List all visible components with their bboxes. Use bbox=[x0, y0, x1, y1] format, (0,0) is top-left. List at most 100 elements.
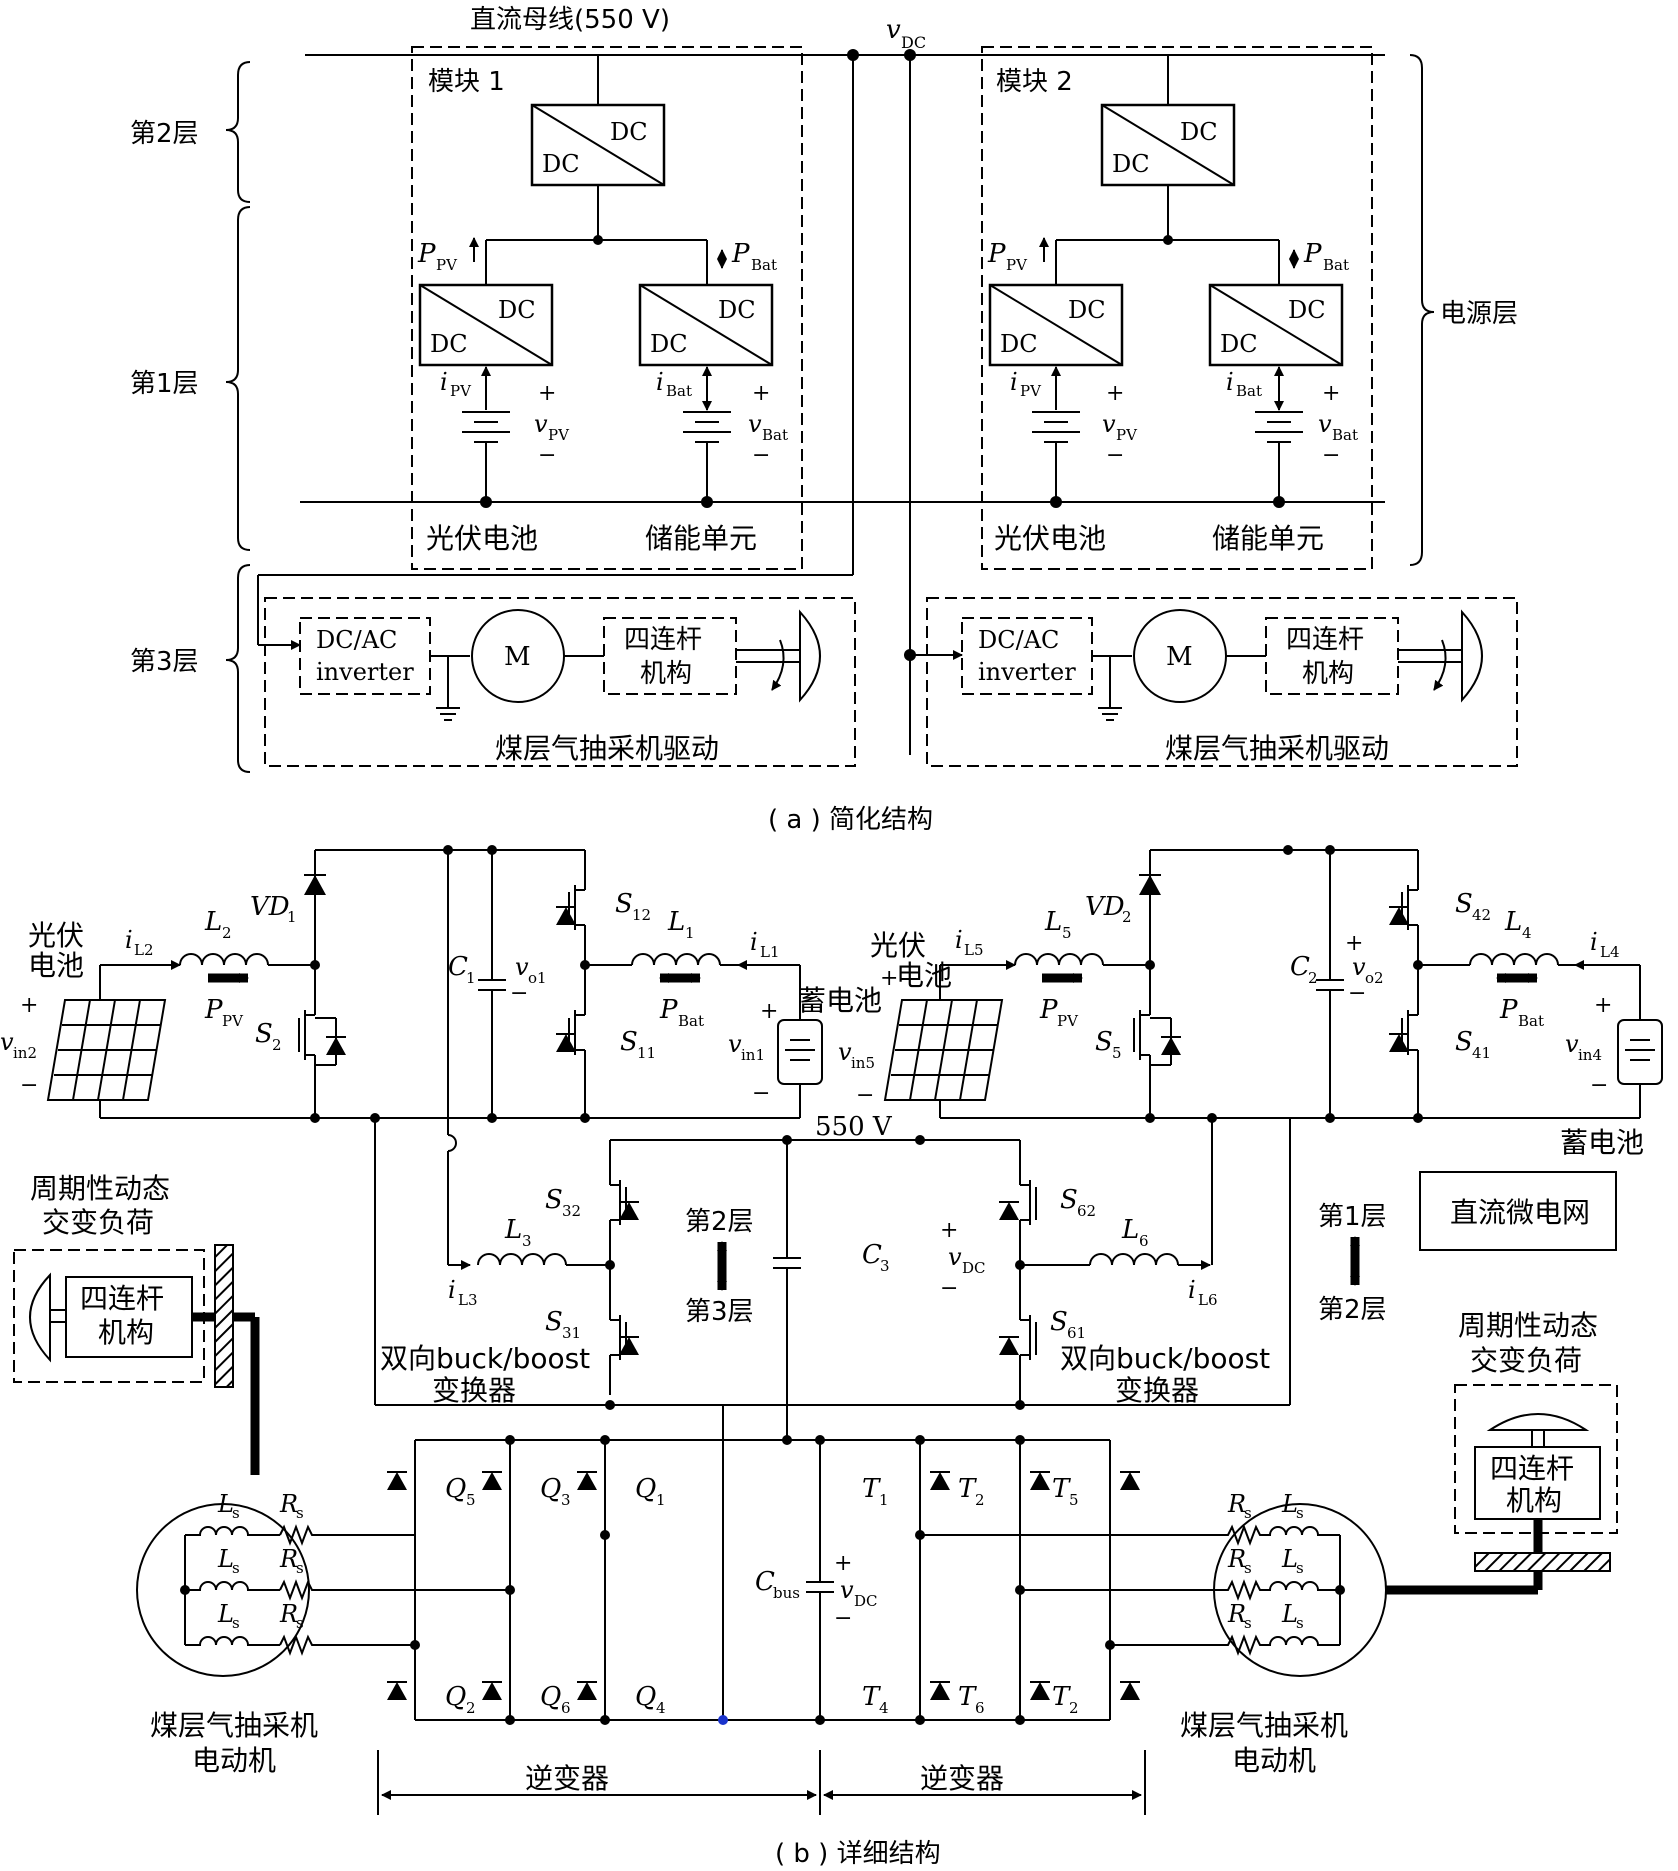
l6-label: L bbox=[1121, 1215, 1139, 1245]
plus-sign: + bbox=[1322, 381, 1340, 406]
switch-s5 bbox=[1133, 965, 1181, 1118]
t2b-label: T bbox=[1052, 1682, 1071, 1712]
ppv-label: P bbox=[1039, 995, 1058, 1025]
l5-label: L bbox=[1044, 907, 1062, 937]
cbus-sub: bus bbox=[773, 1584, 800, 1602]
vin4-sub: in4 bbox=[1578, 1046, 1602, 1064]
s42-sub: 42 bbox=[1472, 906, 1491, 924]
storage-unit-label: 储能单元 bbox=[645, 522, 757, 555]
q1-sub: 1 bbox=[656, 1491, 666, 1509]
four-bar-label2: 机构 bbox=[98, 1316, 154, 1349]
ls-label: L bbox=[1281, 1490, 1298, 1518]
motor-label: M bbox=[1166, 642, 1193, 672]
ls-label: L bbox=[1281, 1600, 1298, 1628]
t6-sub: 6 bbox=[975, 1699, 985, 1717]
vin5-label: v bbox=[838, 1038, 852, 1066]
il1-sub: L1 bbox=[760, 943, 780, 961]
dc-microgrid-box bbox=[1419, 1171, 1617, 1251]
t1-sub: 1 bbox=[879, 1491, 889, 1509]
l2-label: L bbox=[204, 907, 222, 937]
minus-sign: − bbox=[1590, 1073, 1608, 1098]
l1-sub: 1 bbox=[685, 924, 695, 942]
vbat-sub: Bat bbox=[762, 426, 788, 444]
dcdc-converter-pv: DC DC bbox=[988, 283, 1124, 367]
inductor-l4 bbox=[1469, 953, 1559, 966]
l5-sub: 5 bbox=[1062, 924, 1072, 942]
t2b-sub: 2 bbox=[1069, 1699, 1079, 1717]
l6-sub: 6 bbox=[1139, 1232, 1149, 1250]
dc-label: DC bbox=[1068, 296, 1106, 324]
il2-label: i bbox=[125, 926, 133, 954]
layer3-label-b: 第3层 bbox=[685, 1297, 754, 1327]
s12-label: S bbox=[615, 889, 633, 919]
layer2-label-b2: 第2层 bbox=[1318, 1295, 1387, 1325]
t2-label: T bbox=[958, 1474, 977, 1504]
dcdc-converter-top: DC DC bbox=[1100, 103, 1236, 187]
q5-sub: 5 bbox=[466, 1491, 476, 1509]
ls-sub: s bbox=[1296, 1504, 1304, 1522]
vo2-sub: o2 bbox=[1365, 969, 1384, 987]
minus-sign: − bbox=[856, 1083, 874, 1108]
q1-label: Q bbox=[635, 1474, 656, 1504]
vpv-sub: PV bbox=[548, 426, 570, 444]
part-b-detailed-structure: VD 1 光伏 电池 + v in2 − i L2 bbox=[0, 845, 1663, 1869]
drive-1-frame bbox=[264, 597, 856, 767]
dcac-label: DC/AC bbox=[978, 626, 1059, 654]
ppv-sub: PV bbox=[436, 256, 458, 274]
inductor-l2 bbox=[179, 953, 269, 966]
s41-label: S bbox=[1455, 1027, 1473, 1057]
s31-label: S bbox=[545, 1307, 563, 1337]
dc-bus-label: 直流母线(550 V) bbox=[470, 5, 670, 35]
dcdc-converter-bat: DC DC bbox=[638, 283, 774, 367]
ipv-label: i bbox=[1010, 368, 1018, 396]
battery-source-2 bbox=[1255, 411, 1303, 502]
bidir-label: 双向buck/boost bbox=[380, 1342, 590, 1375]
s11-sub: 11 bbox=[637, 1044, 656, 1062]
dcdc-converter-bat: DC DC bbox=[1208, 283, 1344, 367]
dcac-label: DC/AC bbox=[316, 626, 397, 654]
rs-label: R bbox=[1227, 1545, 1246, 1573]
bidir-label: 双向buck/boost bbox=[1060, 1342, 1270, 1375]
vo2-label: v bbox=[1352, 953, 1366, 981]
pbat-label: P bbox=[1499, 995, 1518, 1025]
pv-panel-right bbox=[883, 999, 1004, 1101]
s62-sub: 62 bbox=[1077, 1202, 1096, 1220]
s32-label: S bbox=[545, 1185, 563, 1215]
ls-sub: s bbox=[1296, 1614, 1304, 1632]
l4-label: L bbox=[1504, 907, 1522, 937]
right-pv-bat-converter: VD 2 光伏 电池 + v in5 − i L5 L bbox=[838, 845, 1663, 1159]
rs-sub: s bbox=[296, 1614, 304, 1632]
ls-label: L bbox=[217, 1600, 234, 1628]
plus-sign: + bbox=[1106, 381, 1124, 406]
q4-label: Q bbox=[635, 1682, 656, 1712]
dc-label: DC bbox=[650, 330, 688, 358]
il4-sub: L4 bbox=[1600, 943, 1620, 961]
cbm-drive-label: 煤层气抽采机驱动 bbox=[1165, 732, 1389, 765]
layer1-label-b: 第1层 bbox=[1318, 1202, 1387, 1232]
left-pv-bat-converter: VD 1 光伏 电池 + v in2 − i L2 bbox=[0, 845, 882, 1123]
pv-label2: 电池 bbox=[896, 959, 952, 992]
minus-sign: − bbox=[510, 981, 528, 1006]
pv-source-1 bbox=[462, 411, 510, 502]
vin1-label: v bbox=[728, 1030, 742, 1058]
motor-label: M bbox=[504, 642, 531, 672]
rs-sub: s bbox=[1244, 1559, 1252, 1577]
bidir-label2: 变换器 bbox=[1115, 1374, 1199, 1407]
s2-sub: 2 bbox=[272, 1036, 282, 1054]
l3-label: L bbox=[504, 1215, 522, 1245]
vin1-sub: in1 bbox=[741, 1046, 765, 1064]
vd2-sub: 2 bbox=[1122, 908, 1132, 926]
switch-s11 bbox=[556, 1010, 586, 1118]
ls-sub: s bbox=[232, 1614, 240, 1632]
s5-sub: 5 bbox=[1112, 1044, 1122, 1062]
four-bar-label2: 机构 bbox=[640, 659, 692, 689]
s42-label: S bbox=[1455, 889, 1473, 919]
hatched-coupling-left bbox=[214, 1244, 234, 1388]
ibat-label: i bbox=[1226, 368, 1234, 396]
c3-sub: 3 bbox=[880, 1257, 890, 1275]
dc-label: DC bbox=[1000, 330, 1038, 358]
s32-sub: 32 bbox=[562, 1202, 581, 1220]
plus-sign: + bbox=[1594, 993, 1612, 1018]
dc-microgrid-label: 直流微电网 bbox=[1450, 1196, 1590, 1229]
